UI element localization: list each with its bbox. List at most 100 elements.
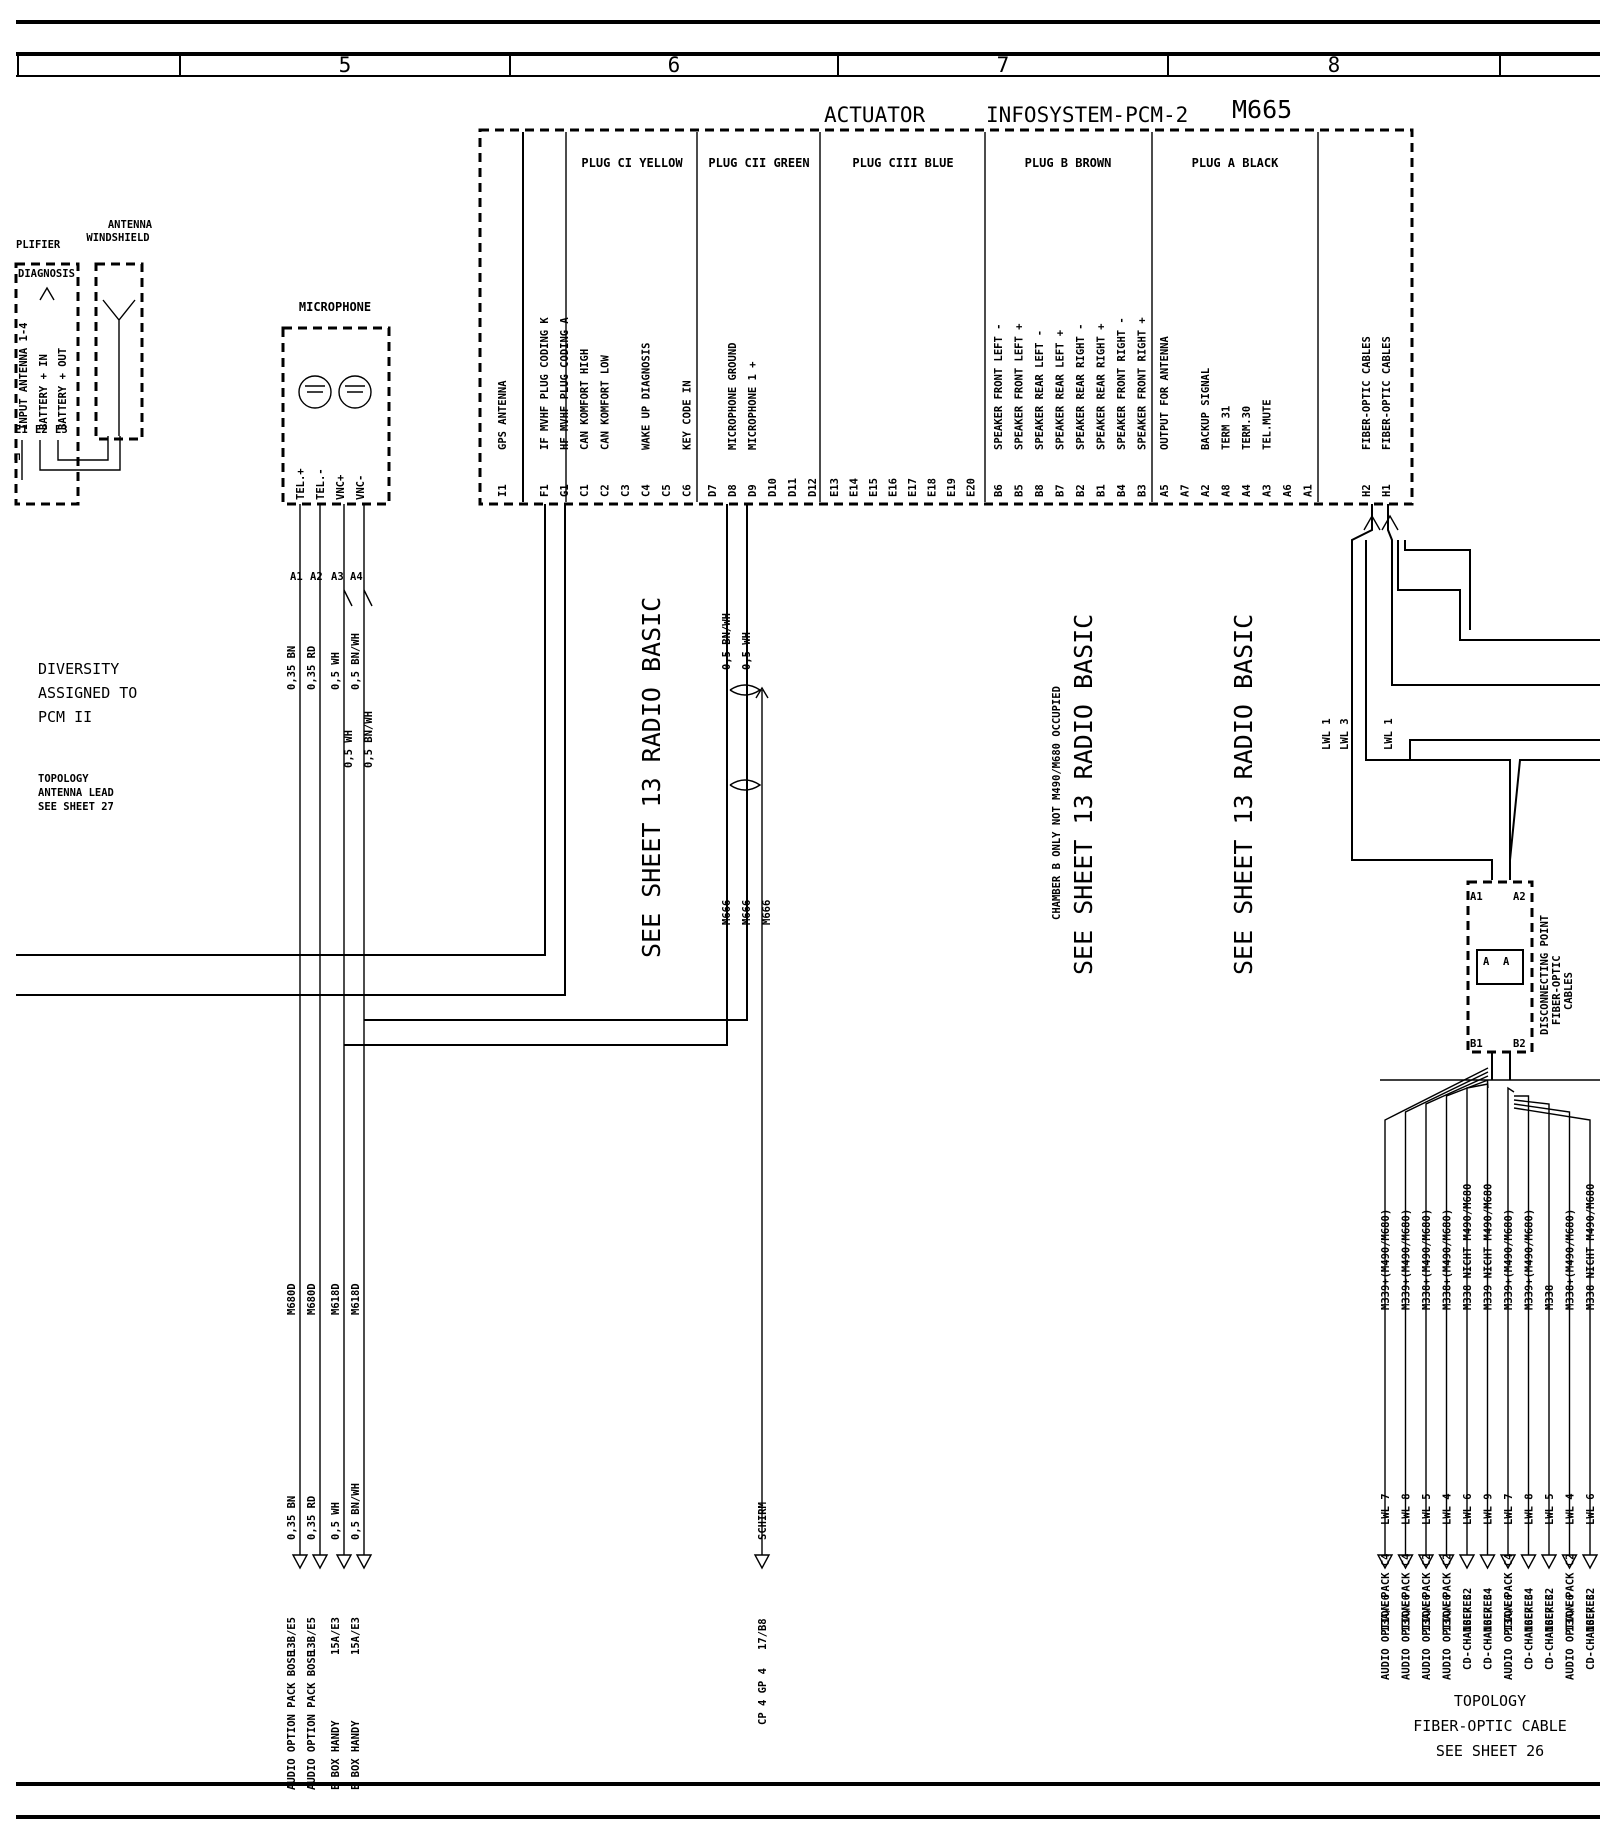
fiber-variant-9: M338+(M490/M680) [1565,1209,1577,1310]
component-code: M665 [1232,95,1292,124]
fiber-wire-end-3 [1438,1554,1455,1570]
fiber-wire-end-2 [1417,1554,1435,1570]
pin-a-4-label: TERM.30 [1241,406,1253,450]
fiber-wire-end-5 [1479,1554,1496,1570]
pin-fiber-0-label: FIBER-OPTIC CABLES [1361,336,1373,450]
shield-dest: 17/B8 [757,1618,769,1650]
fiber-dest-4: 13C/E3 [1462,1594,1474,1632]
pin-b-6-term: B4 [1116,484,1128,497]
fiber-lwl-9: LWL 4 [1565,1493,1577,1525]
fiber-wire-4 [1466,1083,1489,1555]
mic-wire-top-label-0: 0,35 BN [286,646,298,690]
pin-a-0-label: OUTPUT FOR ANTENNA [1159,336,1171,450]
see-sheet-13-b: SEE SHEET 13 RADIO BASIC [1069,614,1098,975]
pin-ciii-6: E19 [946,478,958,497]
fiber-variant-5: M339 NICHT M490/M680 [1483,1184,1495,1310]
amp-term-e2: E2 [35,424,48,436]
pin-ci-1-term: C2 [600,484,612,497]
topology-antenna-1: TOPOLOGY [38,773,89,785]
fiber-target-10: CD-CHANGER C2 [1585,1588,1597,1670]
fiber-dest-7: 13C/E3 [1524,1594,1536,1632]
pin-a-1-term: A7 [1180,484,1192,497]
fiber-wire-3 [1445,1079,1489,1555]
fiber-dest-1: 13A/E6 [1401,1594,1413,1632]
mic-term-a2: A2 [310,571,323,583]
microphone-label: MICROPHONE [299,300,371,314]
pin-b-4-term: B2 [1075,484,1087,497]
fiber-dest-3: 13A/E6 [1442,1594,1454,1632]
pin-ciii-3: E16 [888,478,900,497]
mic-wire-mid-label-0: 0,5 WH [343,730,355,768]
fiber-variant-1: M339+(M490/M680) [1401,1209,1413,1310]
pin-ci-2-term: C3 [620,484,632,497]
pin-b-3-term: B7 [1055,484,1067,497]
topology-antenna-2: ANTENNA LEAD [38,787,114,799]
shield-ring-upper [729,684,762,696]
fiber-wire-9 [1513,1103,1571,1555]
pin-left-1-term: G1 [559,484,571,497]
see-sheet-13-ci: SEE SHEET 13 RADIO BASIC [637,597,666,958]
mic-wire-bottom-label-1: 0,35 RD [306,1496,318,1540]
mic-wire-bottom-label-2: 0,5 WH [330,1502,342,1540]
fiber-target-8: CD-CHANGER C2 [1544,1588,1556,1670]
pin-b-7-label: SPEAKER FRONT RIGHT + [1137,317,1149,450]
plug-cii-green: PLUG CII GREEN [708,156,809,170]
pin-b-1-term: B5 [1014,484,1026,497]
fiber-lwl-3: LWL 4 [1442,1493,1454,1525]
mic-term-a4: A4 [350,571,363,583]
amp-term-e1: E1 [15,424,28,436]
fiber-target-4: CD-CHANGER C2 [1462,1588,1474,1670]
antenna-label: ANTENNA [108,219,153,231]
mic-wire-dest-2: 15A/E3 [330,1617,342,1655]
shield-target: CP 4 GP 4 [757,1668,769,1725]
pin-gps-antenna-term: I1 [497,484,509,497]
d9-wire [364,504,748,1021]
disconnect-label-2: CABLES [1563,972,1575,1010]
pin-cii-2-term: D9 [747,484,759,497]
fiber-target-6: AUDIO OPTION PACK C4 [1503,1554,1515,1680]
fiber-lwl-10: LWL 6 [1585,1493,1597,1525]
column-7: 7 [997,53,1010,77]
plug-letter-1: A [1503,956,1510,968]
fiber-target-9: AUDIO OPTION PACK C2 [1565,1554,1577,1680]
pin-cii-3-term: D10 [767,478,779,497]
shield-wire-label-0: 0,5 BN/WH [721,613,733,670]
fiber-lwl-4: LWL 6 [1462,1493,1474,1525]
pin-ci-5-label: KEY CODE IN [682,380,694,450]
mic-term-a1: A1 [290,571,303,583]
microphone-component: MICROPHONE TEL.+ TEL.- VNC+ VNC- A1 A2 A… [281,300,391,583]
amp-pin-battery-in: BATTERY + IN [38,354,50,430]
lwl-upper-1: LWL 3 [1339,718,1351,750]
fiber-lwl-6: LWL 7 [1503,1493,1515,1525]
shield-code-0: M666 [721,900,733,925]
fiber-h2-left-outer [1351,504,1493,880]
pin-ci-4-term: C5 [661,484,673,497]
mic-wire-bottom-label-3: 0,5 BN/WH [350,1483,362,1540]
pin-a-4-term: A4 [1241,484,1253,497]
fiber-variant-7: M339+(M490/M680) [1524,1209,1536,1310]
fiber-wire-end-1 [1397,1554,1414,1570]
mic-pin-vnc-minus: VNC- [355,475,367,500]
mic-wire-top-label-3: 0,5 BN/WH [350,633,362,690]
mic-wire-end-0 [291,1554,309,1570]
disconnect-term-1: A2 [1513,891,1526,903]
fiber-h1-right-2 [1397,540,1600,641]
fiber-wire-end-6 [1499,1554,1517,1570]
fiber-dest-2: 13A/E6 [1421,1594,1433,1632]
fiber-wire-end-7 [1520,1554,1537,1570]
pin-a-5-label: TEL.MUTE [1262,399,1274,450]
fiber-dest-0: 13A/E6 [1380,1594,1392,1632]
pin-ci-0-term: C1 [579,484,591,497]
fiber-dest-9: 13A/E6 [1565,1594,1577,1632]
fiber-variant-8: M338 [1544,1285,1556,1310]
pin-a-7-term: A1 [1303,484,1315,497]
pin-cii-1-label: MICROPHONE GROUND [727,343,739,450]
fiber-target-3: AUDIO OPTION PACK C2 [1442,1554,1454,1680]
mic-wire-top-label-1: 0,35 RD [306,646,318,690]
fiber-target-5: CD-CHANGER C4 [1483,1588,1495,1670]
pin-ci-1-label: CAN KOMFORT LOW [600,354,612,450]
fiber-target-1: AUDIO OPTION PACK C4 [1401,1554,1413,1680]
